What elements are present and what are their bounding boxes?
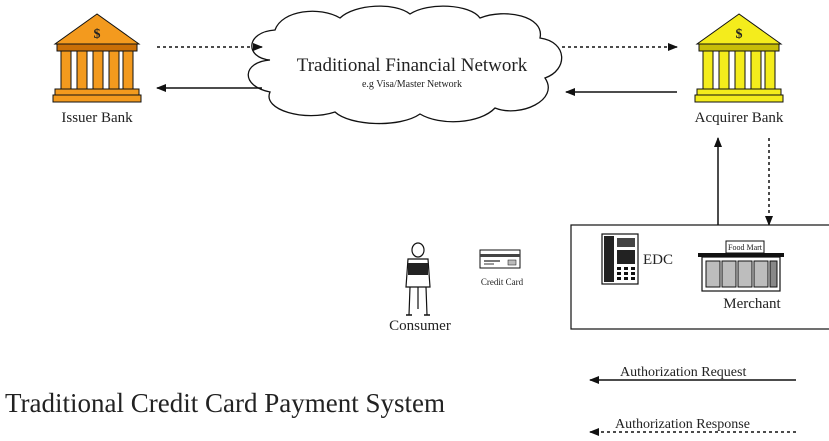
acquirer-dollar-sign: $ <box>736 27 743 42</box>
legend-request-label: Authorization Request <box>620 365 746 380</box>
consumer-label: Consumer <box>389 318 451 334</box>
acquirer-bank-label: Acquirer Bank <box>695 110 784 126</box>
network-title: Traditional Financial Network <box>297 55 528 76</box>
store-icon: Food Mart <box>698 240 784 292</box>
credit-card-label: Credit Card <box>481 277 524 287</box>
legend: Authorization Request Authorization Resp… <box>589 365 796 436</box>
issuer-dollar-sign: $ <box>94 27 101 42</box>
edc-terminal-icon <box>601 233 639 285</box>
credit-card-icon <box>479 249 521 269</box>
issuer-bank-label: Issuer Bank <box>61 110 133 126</box>
issuer-bank-icon: $ <box>52 13 142 103</box>
diagram-title: Traditional Credit Card Payment System <box>5 388 445 418</box>
consumer-person-icon <box>405 242 431 316</box>
bank-building-icon <box>694 13 784 103</box>
legend-response-label: Authorization Response <box>615 417 750 432</box>
network-subtitle: e.g Visa/Master Network <box>362 79 462 90</box>
edc-label: EDC <box>643 252 673 268</box>
acquirer-bank-icon: $ <box>694 13 784 103</box>
merchant-label: Merchant <box>723 296 781 312</box>
financial-network-cloud: Traditional Financial Network e.g Visa/M… <box>247 5 563 125</box>
store-sign: Food Mart <box>728 243 763 252</box>
bank-building-icon <box>52 13 142 103</box>
